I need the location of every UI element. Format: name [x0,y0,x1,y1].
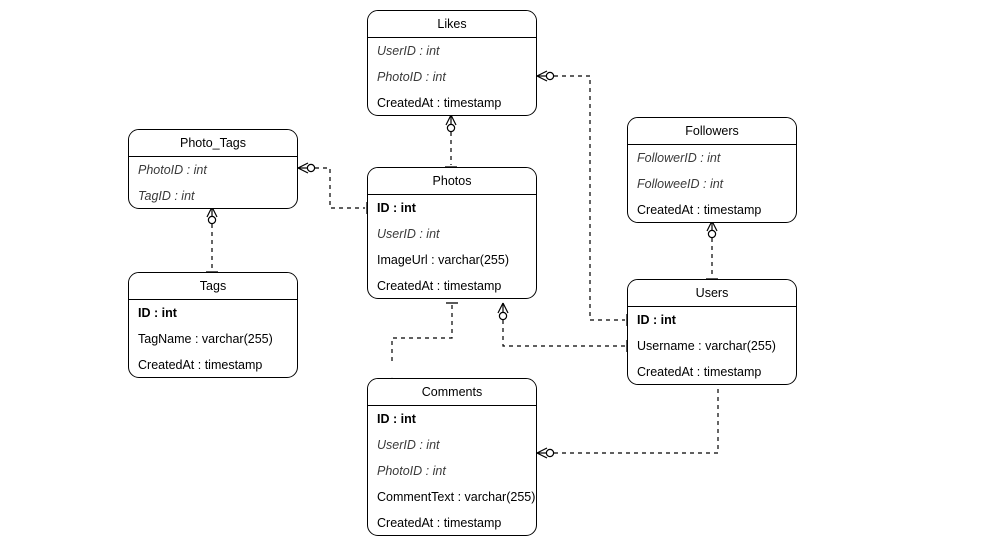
entity-title-followers: Followers [628,118,796,145]
relationship-phototags-tags [206,206,218,273]
attribute-row: ImageUrl : varchar(255) [377,253,509,267]
attribute-row: PhotoID : int [138,163,207,177]
attribute-row: FollowerID : int [637,151,721,165]
attribute-row: CreatedAt : timestamp [377,96,502,110]
attribute-row: TagName : varchar(255) [138,332,273,346]
attribute-row: TagID : int [138,189,195,203]
attribute-row: ID : int [637,313,676,327]
attribute-row: ID : int [377,412,416,426]
attribute-row: CreatedAt : timestamp [377,279,502,293]
relationship-likes-photos [445,114,457,168]
entity-title-photos: Photos [368,168,536,195]
relationship-phototags-photos [297,162,368,214]
entity-title-tags: Tags [129,273,297,300]
attribute-row: FolloweeID : int [637,177,724,191]
entity-title-users: Users [628,280,796,307]
relationship-likes-users [536,70,628,326]
attribute-row: CommentText : varchar(255) [377,490,536,504]
entity-title-likes: Likes [368,11,536,38]
attribute-row: Username : varchar(255) [637,339,776,353]
attribute-row: CreatedAt : timestamp [138,358,263,372]
relationship-photos-users [497,302,628,352]
attribute-row: CreatedAt : timestamp [377,516,502,530]
attribute-row: CreatedAt : timestamp [637,365,762,379]
attribute-row: UserID : int [377,227,440,241]
relationship-comments-users [536,382,724,459]
attribute-row: UserID : int [377,438,440,452]
entity-title-photo_tags: Photo_Tags [129,130,297,157]
attribute-row: PhotoID : int [377,464,446,478]
attribute-row: ID : int [377,201,416,215]
attribute-row: CreatedAt : timestamp [637,203,762,217]
attribute-row: UserID : int [377,44,440,58]
attribute-row: ID : int [138,306,177,320]
entity-title-comments: Comments [368,379,536,406]
attribute-row: PhotoID : int [377,70,446,84]
relationship-followers-users [706,220,718,280]
